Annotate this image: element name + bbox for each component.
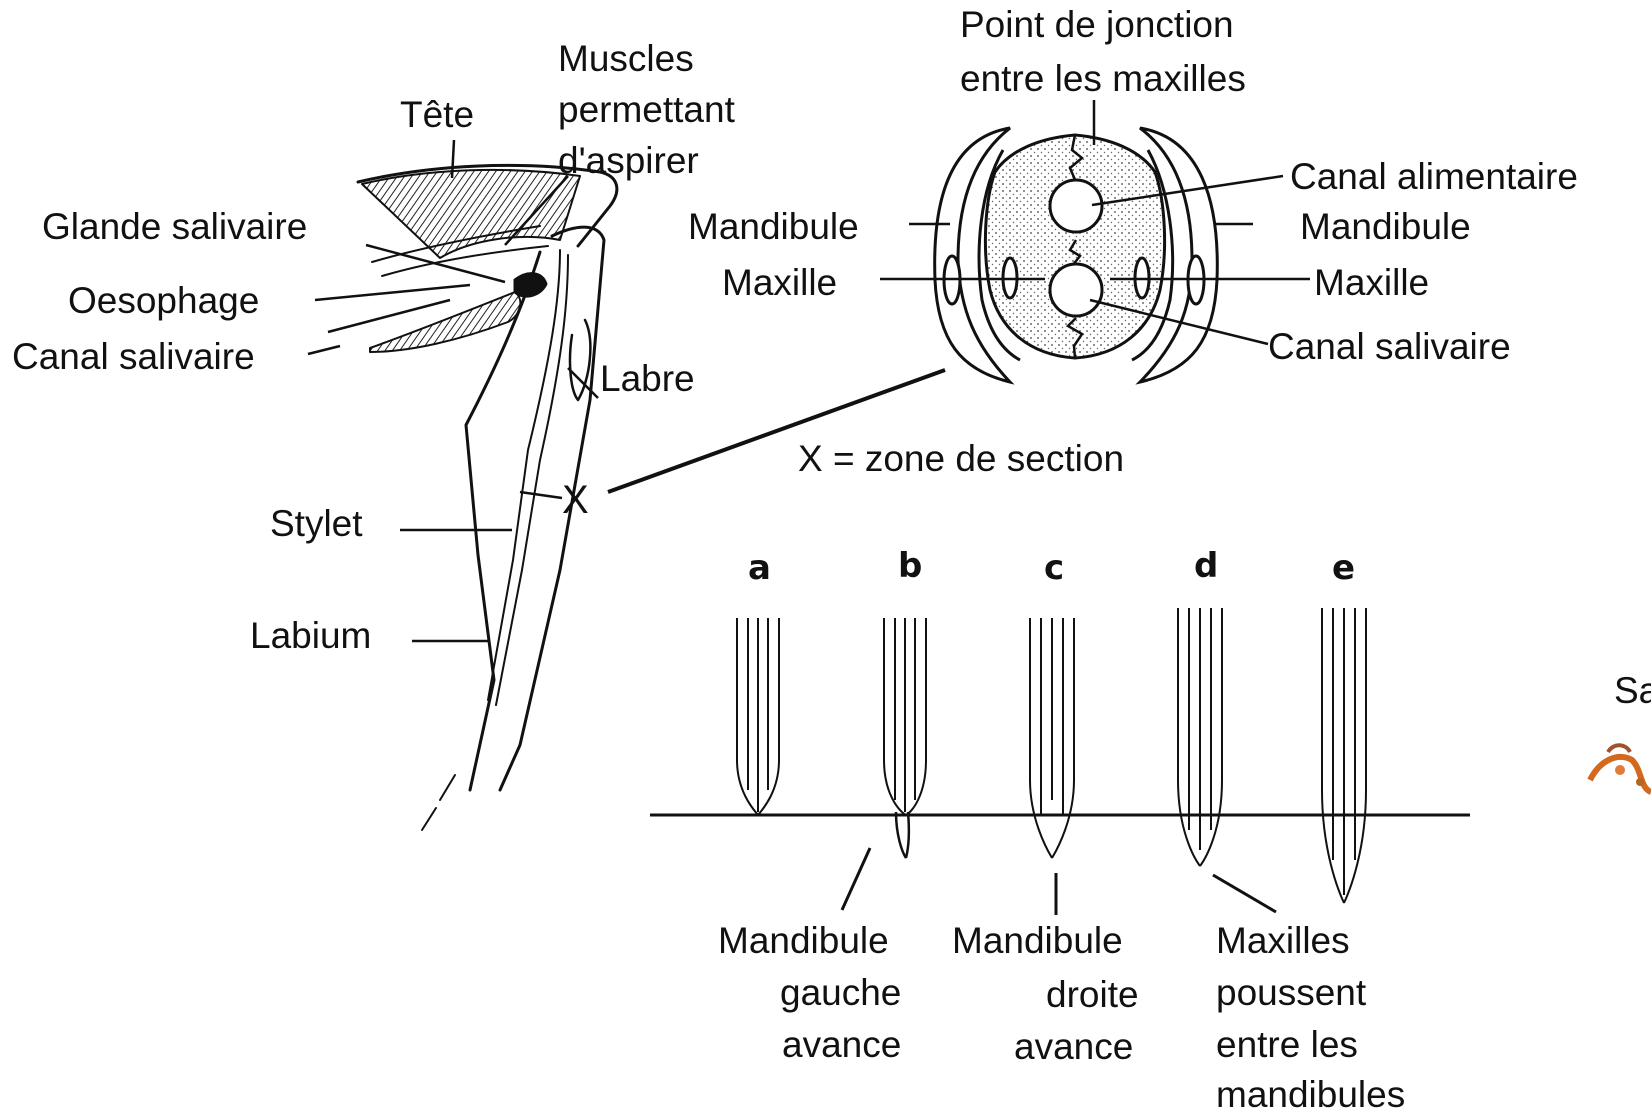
stylet-c (1030, 618, 1074, 858)
caption-d-line2: poussent (1216, 974, 1366, 1011)
label-canal-salivaire-section: Canal salivaire (1268, 328, 1511, 365)
label-muscles-2: permettant (558, 91, 735, 128)
label-maxille-right: Maxille (1314, 264, 1429, 301)
label-point-jonction-2: entre les maxilles (960, 60, 1246, 97)
caption-d-line3: entre les (1216, 1026, 1358, 1063)
label-canal-salivaire-head: Canal salivaire (12, 338, 255, 375)
stylet-b (884, 618, 926, 858)
stylet-e (1322, 608, 1366, 903)
label-stylet: Stylet (270, 505, 363, 542)
label-mandibule-right: Mandibule (1300, 208, 1471, 245)
stage-label-c: c (1044, 548, 1064, 588)
caption-c-line3: avance (1014, 1028, 1133, 1065)
label-zone-section: X = zone de section (798, 440, 1124, 477)
label-oesophage: Oesophage (68, 282, 259, 319)
stylet-sequence (737, 608, 1366, 903)
caption-b-line2: gauche (780, 974, 901, 1011)
stylet-d (1178, 608, 1222, 866)
label-x-mark: X (562, 480, 589, 520)
label-maxille-left: Maxille (722, 264, 837, 301)
stage-label-e: e (1332, 548, 1355, 588)
stage-label-b: b (898, 546, 922, 586)
label-muscles-1: Muscles (558, 40, 694, 77)
stage-label-d: d (1194, 546, 1218, 586)
caption-d-line4: mandibules (1216, 1076, 1405, 1113)
label-labre: Labre (600, 360, 695, 397)
label-labium: Labium (250, 617, 371, 654)
stage-label-a: a (748, 548, 771, 588)
label-muscles-3: d'aspirer (558, 142, 699, 179)
caption-d-line1: Maxilles (1216, 922, 1350, 959)
cut-off-text: Sa (1614, 670, 1651, 712)
label-canal-alimentaire: Canal alimentaire (1290, 158, 1578, 195)
caption-b-line3: avance (782, 1026, 901, 1063)
label-glande-salivaire: Glande salivaire (42, 208, 307, 245)
label-point-jonction-1: Point de jonction (960, 6, 1234, 43)
label-tete: Tête (400, 96, 474, 133)
caption-c-line1: Mandibule (952, 922, 1123, 959)
protein-logo (1590, 745, 1651, 792)
caption-c-line2: droite (1046, 976, 1139, 1013)
caption-b-line1: Mandibule (718, 922, 889, 959)
cross-section (935, 128, 1218, 382)
stylet-a (737, 618, 779, 815)
label-mandibule-left: Mandibule (688, 208, 859, 245)
